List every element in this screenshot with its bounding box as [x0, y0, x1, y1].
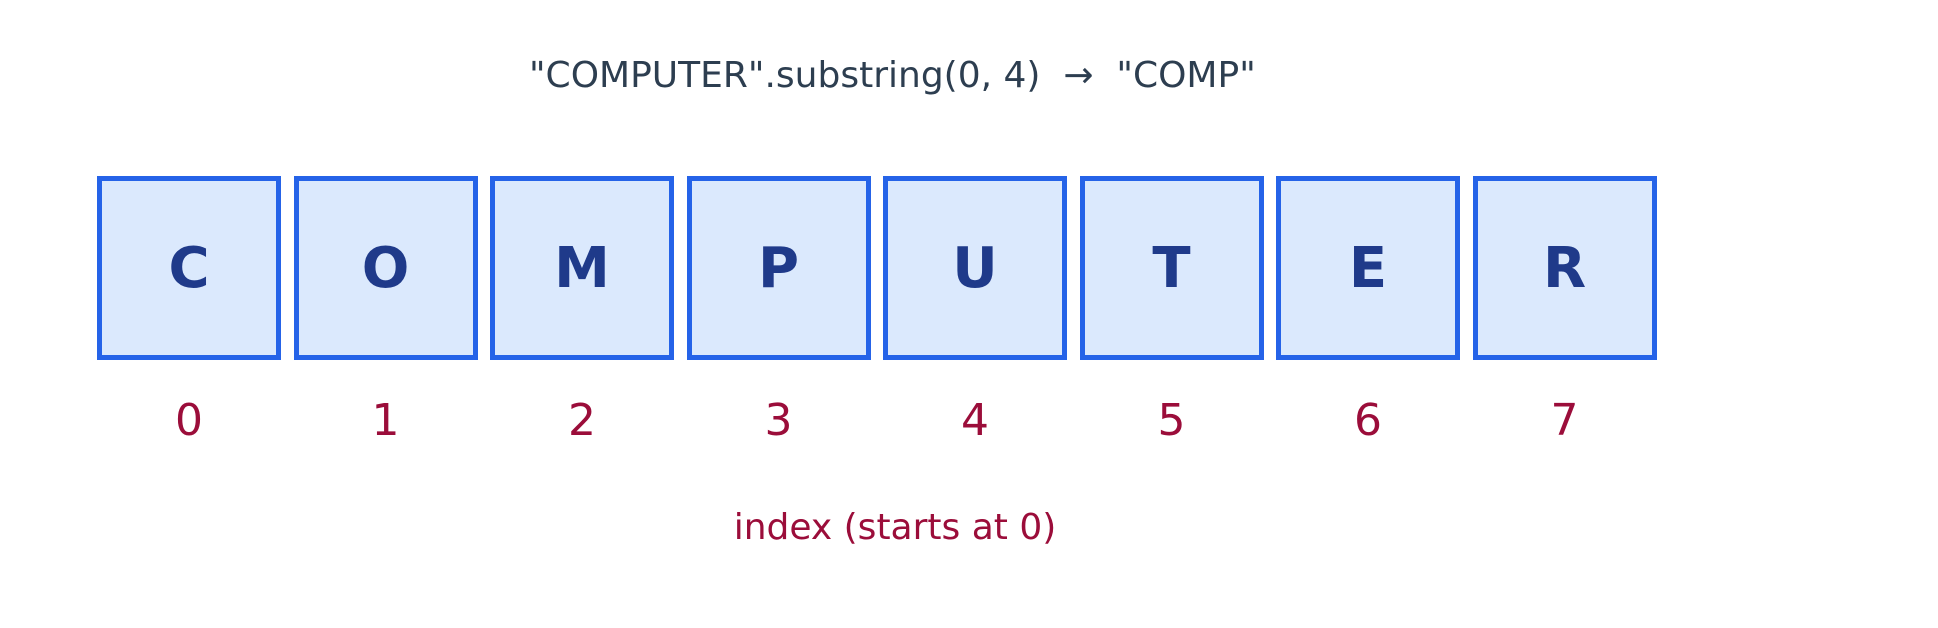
index-label-1: 1: [371, 395, 400, 446]
index-label-0: 0: [175, 395, 203, 446]
char-cell-1: O: [293, 176, 478, 360]
char-cell-0: C: [97, 176, 281, 360]
index-label-4: 4: [961, 395, 989, 446]
substring-caption: "COMPUTER".substring(0, 4) → "COMP": [529, 55, 1256, 96]
char-cell-7: R: [1472, 176, 1657, 360]
char-cell-2: M: [490, 176, 674, 360]
char-cell-4: U: [883, 176, 1067, 360]
char-cell-3: P: [686, 176, 871, 360]
char-cell-6: E: [1276, 176, 1460, 360]
char-cell-5: T: [1079, 176, 1264, 360]
index-label-6: 6: [1354, 395, 1382, 446]
index-label-7: 7: [1550, 395, 1579, 446]
index-label-2: 2: [568, 395, 596, 446]
index-axis-label: index (starts at 0): [733, 507, 1057, 548]
index-label-3: 3: [764, 395, 793, 446]
index-label-5: 5: [1157, 395, 1186, 446]
